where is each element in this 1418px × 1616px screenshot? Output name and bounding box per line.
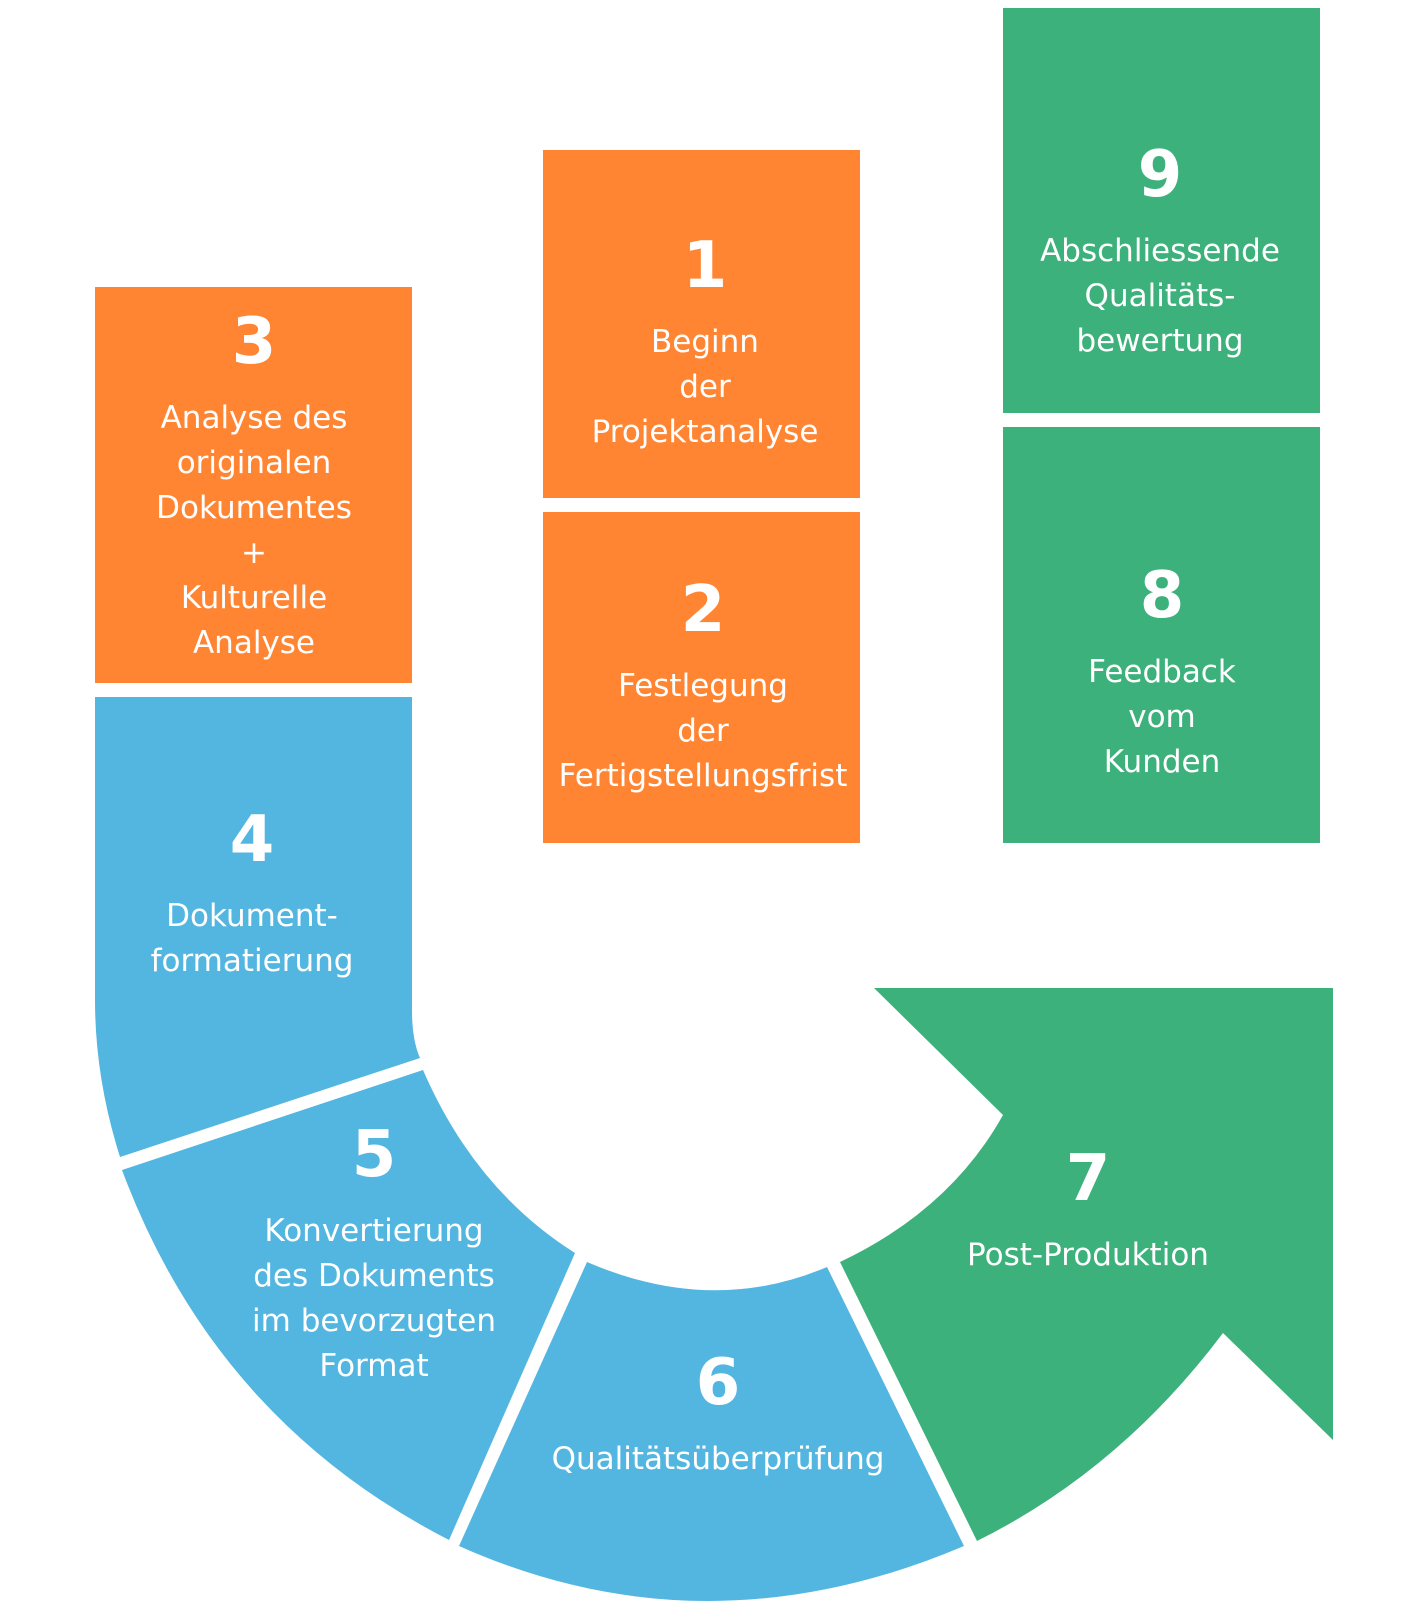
label-line: Projektanalyse [591,414,819,450]
label-line: des Dokuments [253,1258,495,1294]
step-8-number: 8 [1139,559,1185,633]
step-3-number: 3 [231,305,277,379]
step-7-label: 7 Post-Produktion [967,1147,1209,1278]
step-4-number: 4 [229,803,275,877]
step-4-label: 4 Dokument-formatierung [151,808,354,984]
label-line: Abschliessende [1040,233,1280,269]
step-6-text: Qualitätsüberprüfung [552,1437,885,1482]
label-line: formatierung [150,943,354,979]
step-5-text: Konvertierung des Dokuments im bevorzugten… [252,1209,496,1389]
label-line: Festlegung [618,668,788,704]
step-6-segment [459,1262,964,1601]
step-7-arrow [840,988,1333,1541]
label-line: der [677,713,729,749]
step-6-label: 6 Qualitätsüberprüfung [552,1351,885,1482]
label-line: bewertung [1076,323,1244,359]
label-line: originalen [176,445,332,481]
label-line: im bevorzugten [252,1303,496,1339]
label-line: der [679,369,731,405]
label-line: Format [319,1348,429,1384]
label-line: Beginn [651,324,759,360]
label-line: Dokument- [166,898,338,934]
step-1-number: 1 [682,229,728,303]
step-7-number: 7 [1065,1142,1111,1216]
step-7-text: Post-Produktion [967,1233,1209,1278]
label-line: Kulturelle [180,580,328,616]
step-5-segment [122,1070,575,1540]
step-2-number: 2 [680,573,726,647]
label-line: Konvertierung [264,1213,484,1249]
label-line: Kunden [1103,744,1221,780]
label-line: Fertigstellungsfrist [558,758,848,794]
step-4-text: Dokument-formatierung [151,894,354,984]
step-9-number: 9 [1137,138,1183,212]
step-1-box [543,150,860,498]
label-line: Post-Produktion [967,1237,1209,1273]
step-6-number: 6 [695,1346,741,1420]
label-line: Analyse [192,625,316,661]
step-2-box [543,512,860,843]
step-9-box [1003,8,1320,413]
label-line: Qualitäts- [1084,278,1236,314]
step-5-number: 5 [351,1118,397,1192]
label-line: Dokumentes [156,490,352,526]
step-4-segment [95,697,420,1157]
label-line: + [241,535,267,571]
label-line: Analyse des [160,400,348,436]
label-line: Feedback [1088,654,1236,690]
label-line: Qualitätsüberprüfung [551,1441,885,1477]
step-8-box [1003,427,1320,843]
step-3-box [95,287,412,683]
label-line: vom [1128,699,1196,735]
